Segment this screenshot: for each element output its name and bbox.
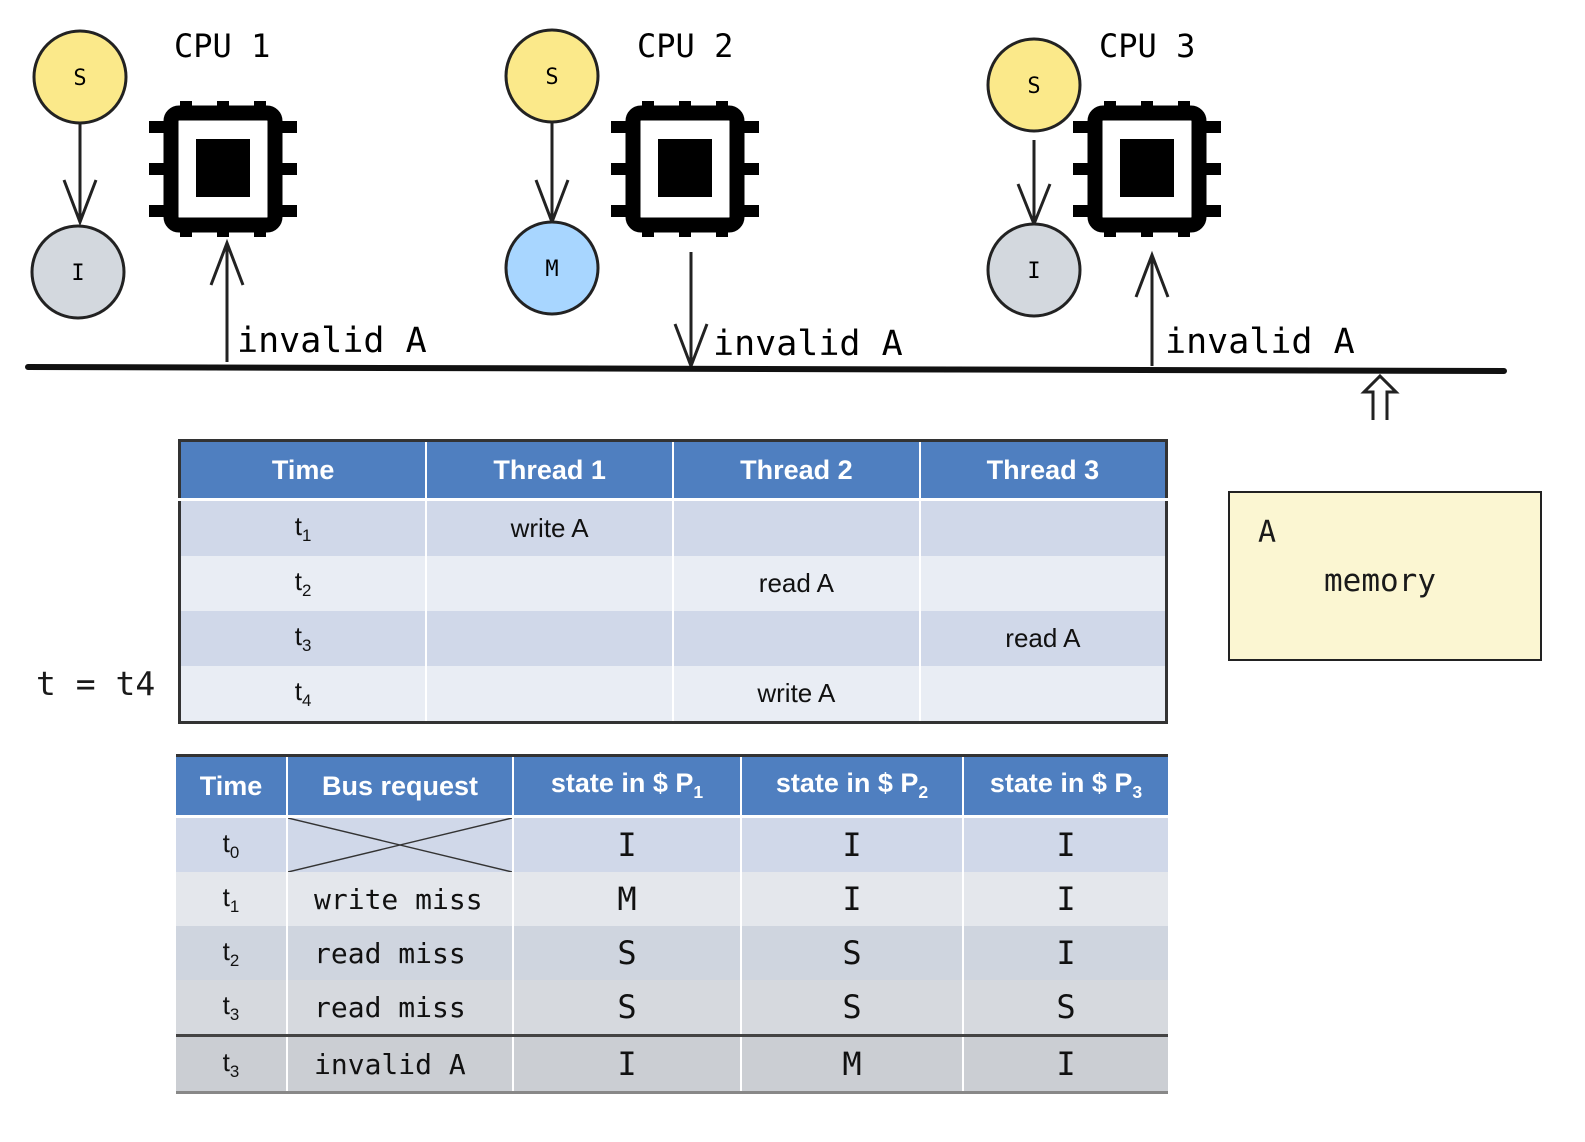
thread-3-cell: [919, 666, 1167, 723]
memory-box: A memory: [1228, 491, 1542, 661]
state-p1-cell: I: [513, 816, 742, 872]
cpu-1-state-before: S: [73, 66, 86, 91]
cpu-1-state-before-circle: [32, 29, 128, 125]
time-cell: t0: [176, 816, 288, 872]
state-p2-cell: S: [741, 980, 964, 1036]
bus-request-cell: invalid A: [287, 1034, 514, 1093]
thread-2-cell: [673, 611, 921, 666]
cpu-1-label: CPU 1: [174, 27, 270, 65]
threads-table-header: Time Thread 1 Thread 2 Thread 3: [179, 440, 1167, 501]
header-time: Time: [179, 440, 428, 501]
thread-2-cell: read A: [673, 556, 921, 611]
thread-1-cell: [426, 611, 674, 666]
cpu-bus-diagram: CPU 1 S I invalid A CPU 2 S M invalid A …: [25, 27, 1507, 420]
table-row: t3 read A: [179, 611, 1167, 666]
thread-1-cell: [426, 666, 674, 723]
cpu-3-chip-icon: [1073, 101, 1221, 237]
state-p2-cell: I: [741, 816, 964, 872]
time-cell: t2: [179, 556, 428, 611]
time-cell: t1: [176, 872, 288, 926]
header-state-p2: state in $ P2: [741, 755, 964, 818]
cpu-3-group: CPU 3 S I invalid A: [986, 27, 1355, 366]
state-p1-cell: S: [513, 926, 742, 980]
cross-out-mark: [288, 818, 512, 872]
state-p3-cell: I: [963, 1034, 1168, 1093]
header-state-p3: state in $ P3: [963, 755, 1168, 818]
table-row: t1 write A: [179, 499, 1167, 556]
table-row: t3 read miss S S S: [176, 980, 1168, 1036]
thread-2-cell: write A: [673, 666, 921, 723]
bus-state-table: Time Bus request state in $ P1 state in …: [176, 754, 1168, 1094]
table-row: t0 I I I: [176, 816, 1168, 872]
cpu-2-state-after: M: [545, 257, 558, 282]
header-time: Time: [176, 755, 288, 818]
state-p3-cell: I: [963, 872, 1168, 926]
time-cell: t3: [176, 1034, 288, 1093]
memory-address: A: [1258, 515, 1277, 550]
header-thread-3: Thread 3: [919, 440, 1167, 501]
header-state-p1: state in $ P1: [513, 755, 742, 818]
header-thread-1: Thread 1: [426, 440, 674, 501]
thread-3-cell: [919, 556, 1167, 611]
header-bus-request: Bus request: [287, 755, 514, 818]
table-row: t4 write A: [179, 666, 1167, 723]
time-cell: t4: [179, 666, 428, 723]
state-p2-cell: M: [741, 1034, 964, 1093]
thread-2-cell: [673, 499, 921, 556]
state-p1-cell: M: [513, 872, 742, 926]
cpu-2-state-after-circle: [504, 220, 600, 316]
system-bus: [25, 364, 1507, 374]
state-p3-cell: S: [963, 980, 1168, 1036]
cpu-1-bus-label: invalid A: [237, 321, 427, 361]
cpu-2-state-before: S: [545, 65, 558, 90]
cpu-2-label: CPU 2: [637, 27, 733, 65]
time-cell: t1: [179, 499, 428, 556]
state-p3-cell: I: [963, 816, 1168, 872]
table-row: t2 read miss S S I: [176, 926, 1168, 980]
cpu-1-state-after-circle: [30, 224, 126, 320]
state-p2-cell: I: [741, 872, 964, 926]
cpu-3-state-after-circle: [986, 222, 1082, 318]
threads-table: Time Thread 1 Thread 2 Thread 3 t1 write…: [178, 439, 1168, 724]
header-thread-2: Thread 2: [673, 440, 921, 501]
current-time-label: t = t4: [36, 664, 156, 703]
thread-1-cell: [426, 556, 674, 611]
cpu-3-bus-label: invalid A: [1165, 322, 1355, 362]
thread-1-cell: write A: [426, 499, 674, 556]
state-p3-cell: I: [963, 926, 1168, 980]
cpu-3-state-after: I: [1027, 259, 1040, 284]
cpu-3-label: CPU 3: [1099, 27, 1195, 65]
bus-table-header: Time Bus request state in $ P1 state in …: [176, 755, 1168, 818]
bus-request-cell: write miss: [287, 872, 514, 926]
cpu-2-group: CPU 2 S M invalid A: [504, 27, 903, 371]
time-cell: t3: [179, 611, 428, 666]
bus-request-cell: read miss: [287, 926, 514, 980]
cpu-2-bus-label: invalid A: [713, 324, 903, 364]
bus-request-cell: read miss: [287, 980, 514, 1036]
thread-3-cell: read A: [919, 611, 1167, 666]
memory-label: memory: [1324, 563, 1436, 599]
state-p1-cell: S: [513, 980, 742, 1036]
cpu-1-group: CPU 1 S I invalid A: [30, 27, 427, 362]
cpu-3-state-before-circle: [986, 37, 1082, 133]
bus-memory-double-arrow: [1360, 373, 1400, 420]
cpu-1-state-after: I: [71, 261, 84, 286]
state-p2-cell: S: [741, 926, 964, 980]
bus-request-empty-cell: [287, 816, 514, 872]
table-row: t3 invalid A I M I: [176, 1034, 1168, 1093]
thread-3-cell: [919, 499, 1167, 556]
time-cell: t3: [176, 980, 288, 1036]
state-p1-cell: I: [513, 1034, 742, 1093]
cpu-1-chip-icon: [149, 101, 297, 237]
table-row: t2 read A: [179, 556, 1167, 611]
table-row: t1 write miss M I I: [176, 872, 1168, 926]
cpu-3-state-before: S: [1027, 74, 1040, 99]
time-cell: t2: [176, 926, 288, 980]
cpu-2-chip-icon: [611, 101, 759, 237]
